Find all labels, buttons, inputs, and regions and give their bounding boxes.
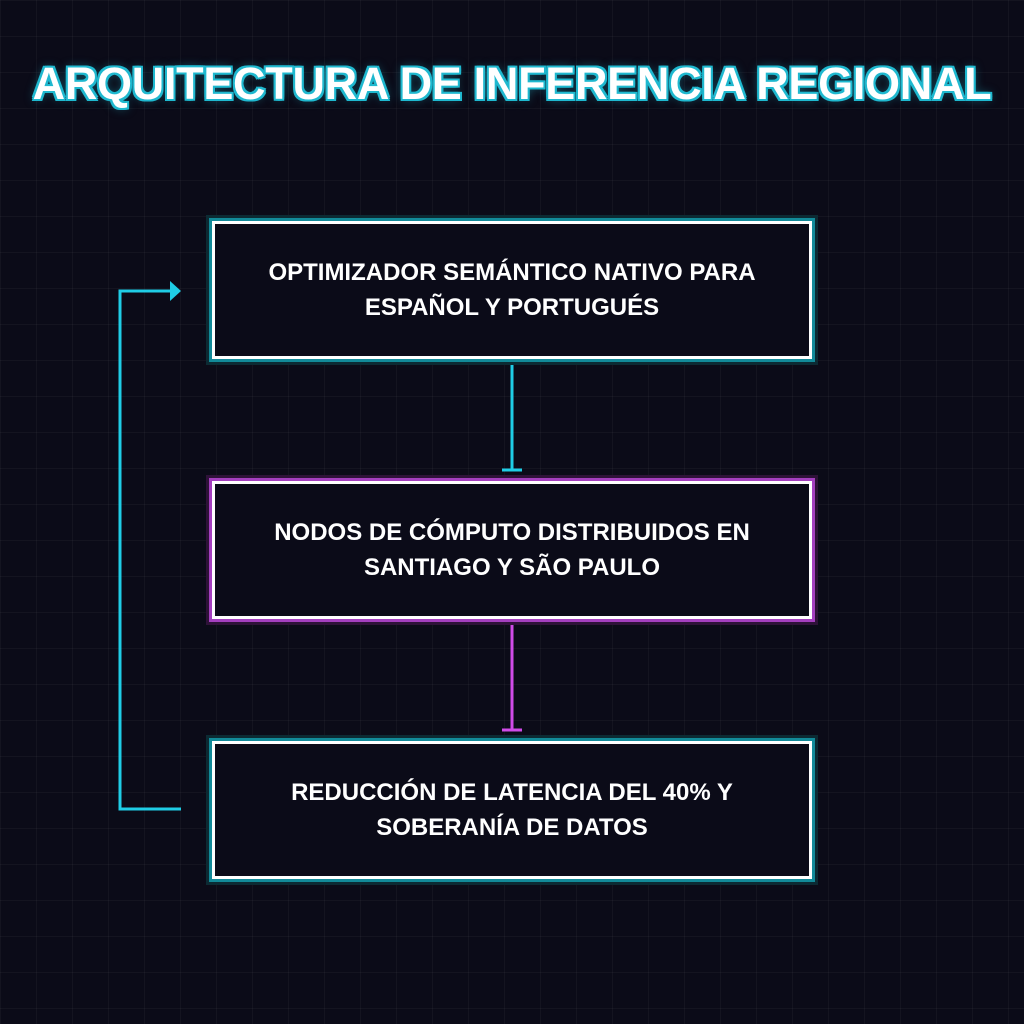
edge-optimizer-to-compute (502, 362, 522, 472)
edge-feedback-loop (118, 281, 181, 811)
node-compute-label: NODOS DE CÓMPUTO DISTRIBUIDOS EN SANTIAG… (274, 519, 750, 581)
node-optimizer: OPTIMIZADOR SEMÁNTICO NATIVO PARA ESPAÑO… (212, 221, 812, 359)
edge-compute-to-result (502, 622, 522, 732)
node-optimizer-label: OPTIMIZADOR SEMÁNTICO NATIVO PARA ESPAÑO… (268, 259, 756, 321)
node-result: REDUCCIÓN DE LATENCIA DEL 40% Y SOBERANÍ… (212, 741, 812, 879)
node-compute: NODOS DE CÓMPUTO DISTRIBUIDOS EN SANTIAG… (212, 481, 812, 619)
arrowhead-icon (170, 281, 181, 301)
node-result-label: REDUCCIÓN DE LATENCIA DEL 40% Y SOBERANÍ… (291, 779, 733, 841)
diagram-title: ARQUITECTURA DE INFERENCIA REGIONAL (32, 58, 992, 109)
